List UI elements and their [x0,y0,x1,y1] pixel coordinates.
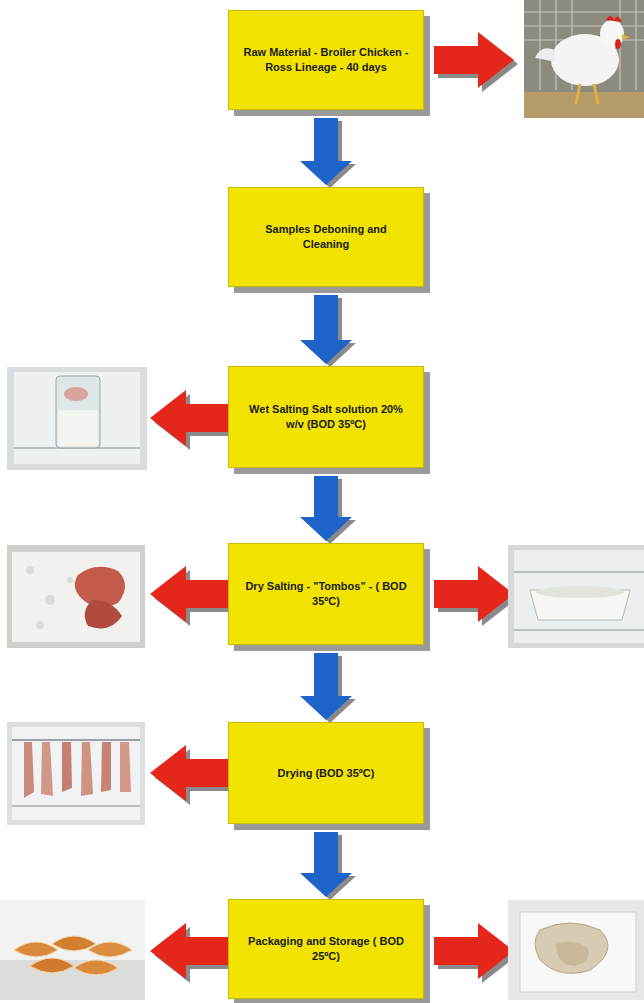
box-label: Raw Material - Broiler Chicken - Ross Li… [241,45,411,75]
arrow-body [300,832,352,897]
process-box: Dry Salting - "Tombos" - ( BOD 35ºC) [228,543,424,645]
chicken-photo [524,0,644,118]
arrow-body [300,653,352,720]
fridge-photo [508,545,644,648]
product-photo [508,900,644,1000]
flow-arrow [300,832,356,900]
drying-photo [7,722,145,825]
process-box: Samples Deboning and Cleaning [228,187,424,287]
box-label: Samples Deboning and Cleaning [241,222,411,252]
fridge-photo [7,367,147,470]
flow-arrow [300,295,356,367]
arrow-body [300,118,352,185]
box-label: Packaging and Storage ( BOD 25ºC) [241,934,411,964]
box-label: Dry Salting - "Tombos" - ( BOD 35ºC) [241,579,411,609]
arrow-body [300,476,352,541]
arrow-body [300,295,352,364]
salt-tray-photo [7,545,145,648]
flow-arrow [300,476,356,544]
box-label: Wet Salting Salt solution 20% w/v (BOD 3… [241,402,411,432]
process-box: Drying (BOD 35ºC) [228,722,424,824]
product-photo [0,900,145,1000]
box-label: Drying (BOD 35ºC) [278,766,375,781]
process-box: Wet Salting Salt solution 20% w/v (BOD 3… [228,366,424,468]
flow-arrow [300,118,356,188]
process-box: Packaging and Storage ( BOD 25ºC) [228,899,424,999]
process-box: Raw Material - Broiler Chicken - Ross Li… [228,10,424,110]
flow-arrow [300,653,356,723]
